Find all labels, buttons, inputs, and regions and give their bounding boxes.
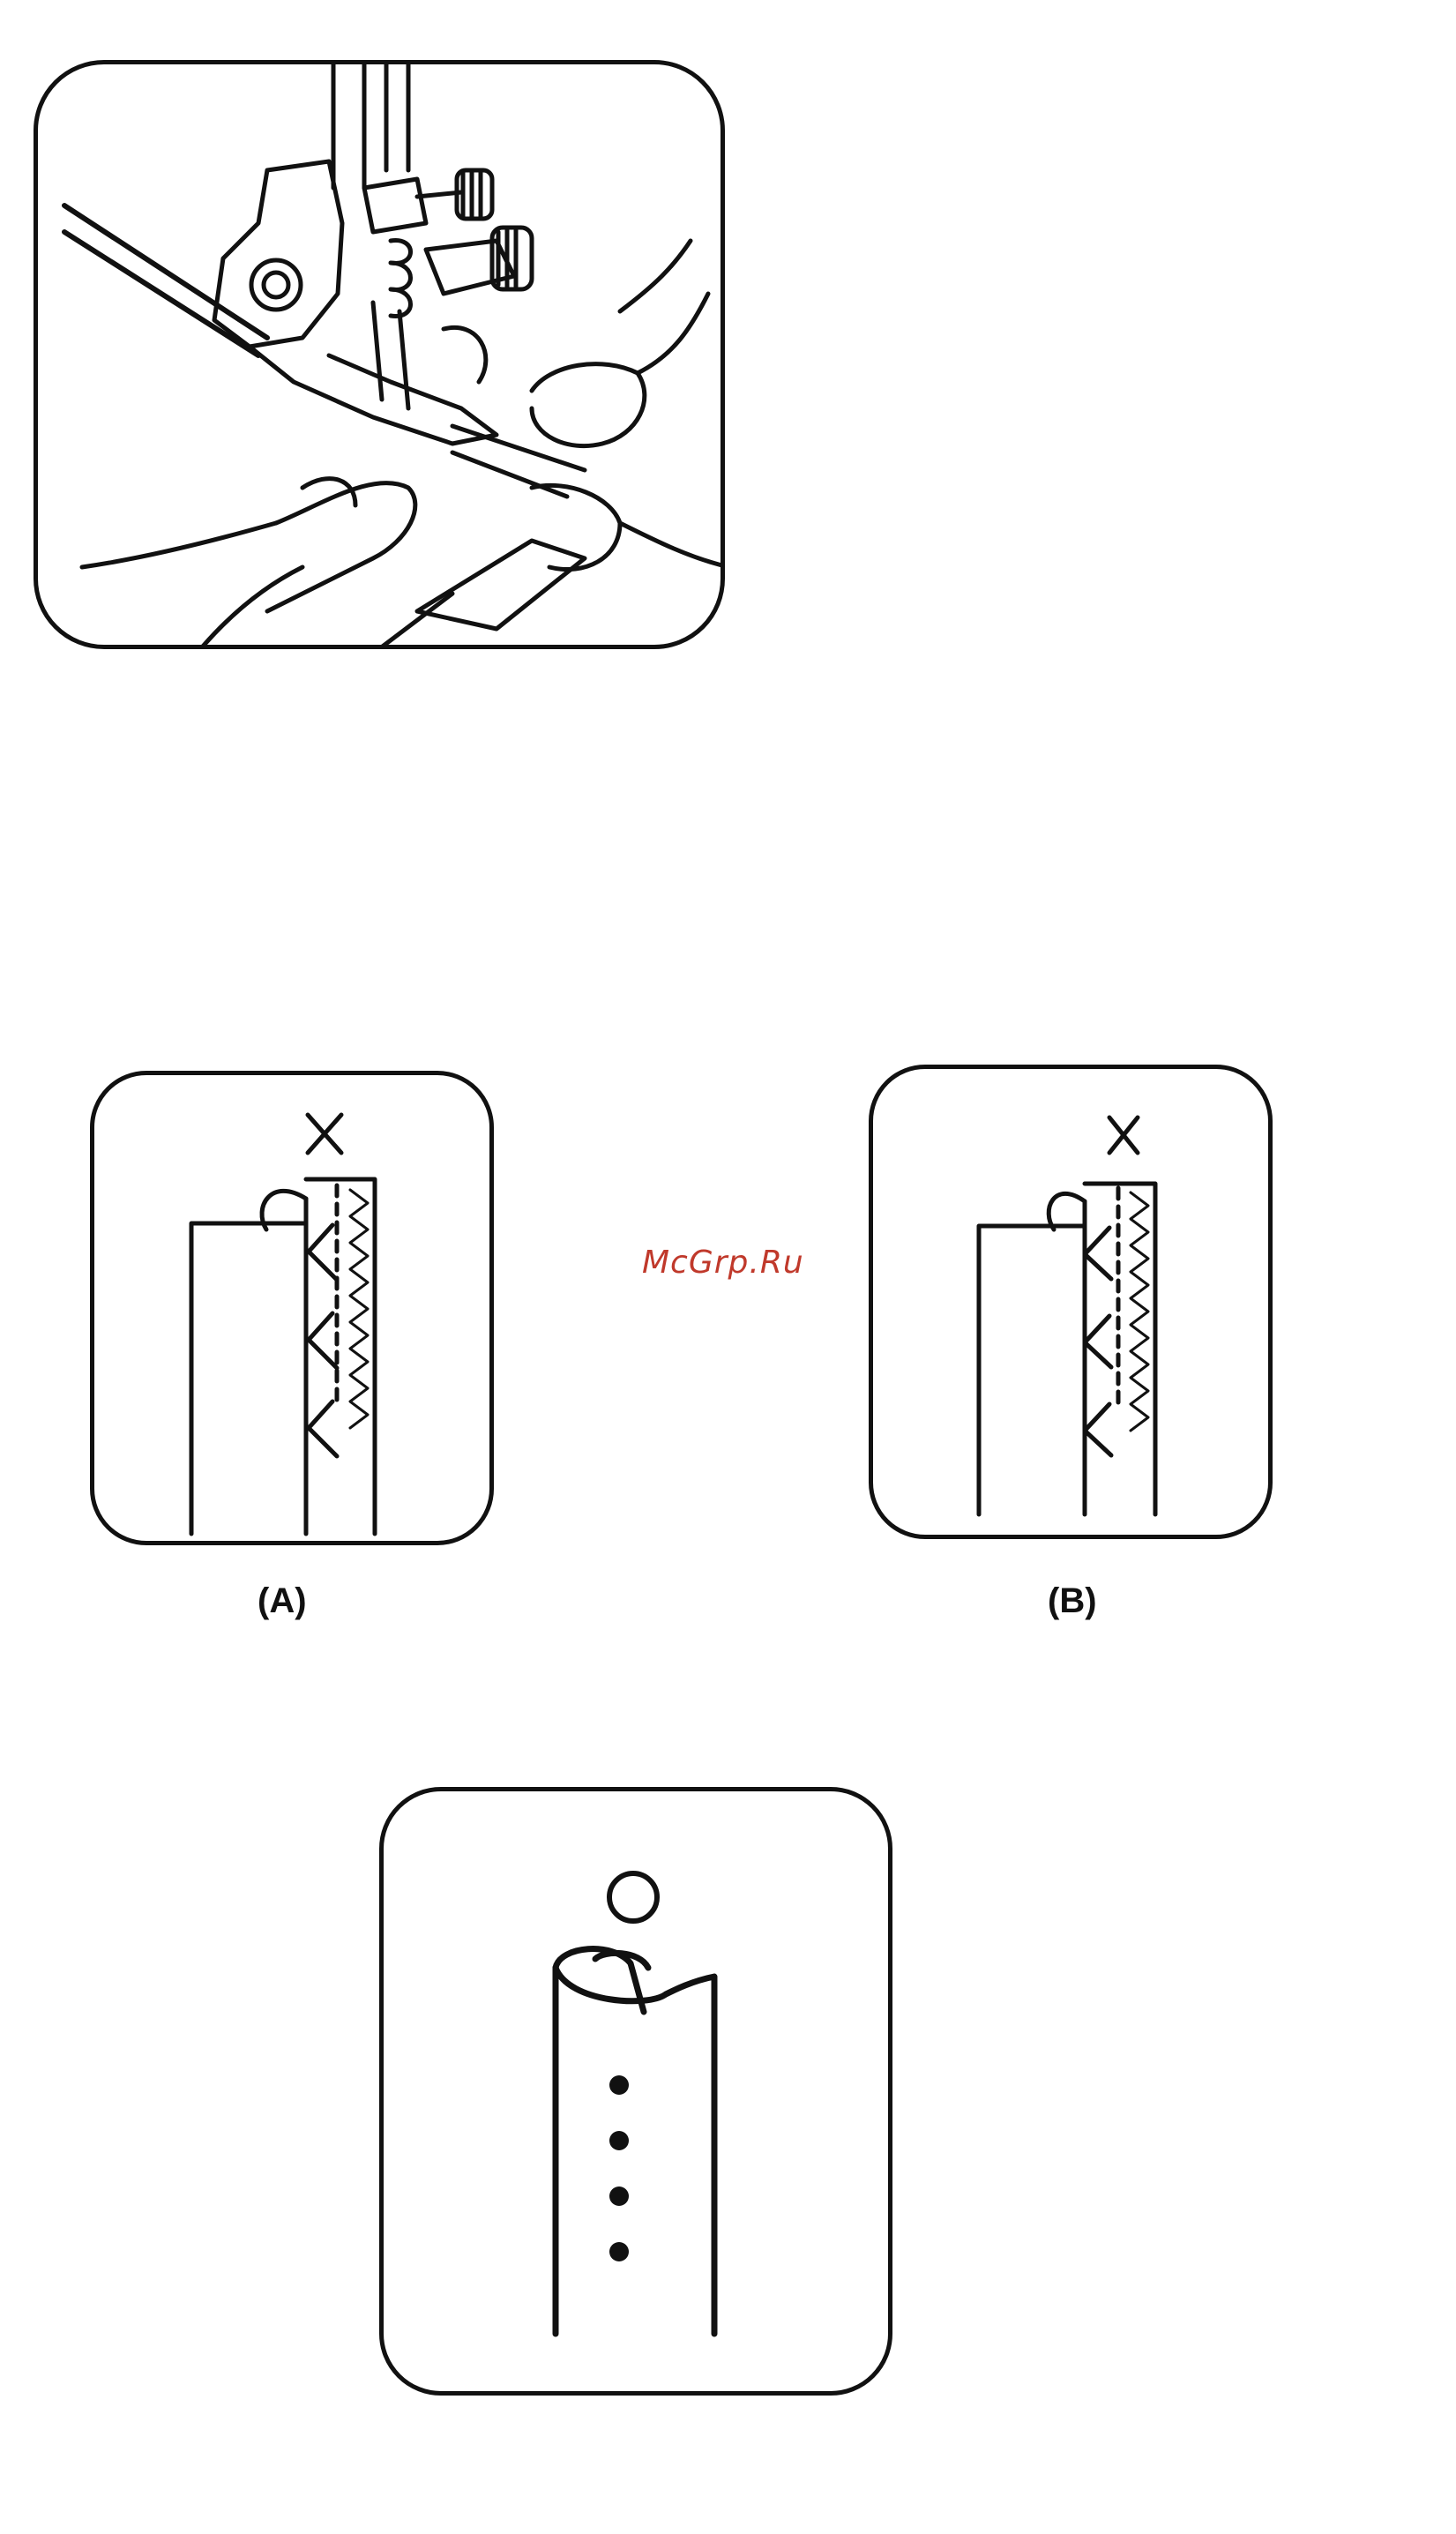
watermark: McGrp.Ru xyxy=(642,1245,804,1281)
figure-c-panel xyxy=(379,1787,892,2396)
figure-a-x-mark xyxy=(308,1115,341,1153)
figure-c-o-mark xyxy=(609,1873,657,1921)
sewing-foot-illustration xyxy=(34,60,725,649)
figure-b-caption: (B) xyxy=(1048,1581,1097,1621)
figure-a-drawing xyxy=(94,1075,489,1541)
figure-c-drawing xyxy=(384,1791,888,2391)
figure-a-caption: (A) xyxy=(258,1581,307,1621)
figure-b-drawing xyxy=(873,1069,1268,1535)
figure-a-panel xyxy=(90,1071,494,1545)
presser-foot-drawing xyxy=(38,64,725,649)
figure-b-x-mark xyxy=(1109,1118,1138,1153)
figure-b-panel xyxy=(869,1065,1273,1539)
